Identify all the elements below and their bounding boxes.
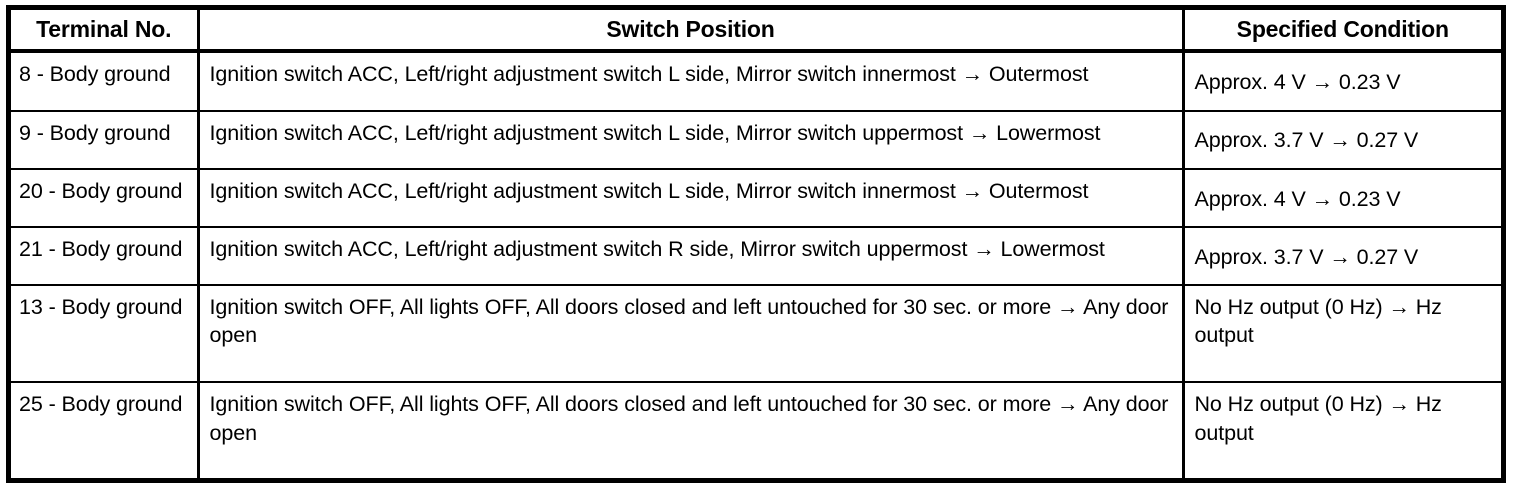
column-header-switch-position: Switch Position — [198, 10, 1185, 53]
cell-terminal-no: 25 - Body ground — [11, 381, 200, 478]
cell-specified-condition: Approx. 3.7 V → 0.27 V — [1183, 225, 1501, 286]
cell-terminal-no: 8 - Body ground — [11, 51, 200, 111]
cell-switch-position: Ignition switch ACC, Left/right adjustme… — [198, 51, 1185, 111]
cell-switch-position: Ignition switch OFF, All lights OFF, All… — [198, 381, 1185, 478]
cell-specified-condition: Approx. 4 V → 0.23 V — [1183, 167, 1501, 227]
column-header-terminal-no: Terminal No. — [11, 10, 200, 53]
table-row: 25 - Body ground Ignition switch OFF, Al… — [11, 381, 1501, 478]
cell-specified-condition: No Hz output (0 Hz) → Hz output — [1183, 381, 1501, 478]
cell-terminal-no: 13 - Body ground — [11, 284, 200, 383]
cell-specified-condition: Approx. 4 V → 0.23 V — [1194, 70, 1401, 95]
table-body: 8 - Body ground Ignition switch ACC, Lef… — [11, 51, 1501, 478]
cell-switch-position: Ignition switch ACC, Left/right adjustme… — [198, 167, 1185, 227]
cell-switch-position: Ignition switch OFF, All lights OFF, All… — [198, 284, 1185, 383]
cell-terminal-no: 20 - Body ground — [11, 167, 200, 227]
cell-specified-condition: No Hz output (0 Hz) → Hz output — [1183, 284, 1501, 383]
specification-table-container: Terminal No. Switch Position Specified C… — [6, 5, 1506, 483]
cell-specified-condition: Approx. 3.7 V → 0.27 V — [1183, 109, 1501, 169]
cell-switch-position: Ignition switch ACC, Left/right adjustme… — [198, 109, 1185, 169]
table-header-row: Terminal No. Switch Position Specified C… — [11, 10, 1501, 53]
cell-terminal-no: 21 - Body ground — [11, 225, 200, 286]
table-row: 20 - Body ground Ignition switch ACC, Le… — [11, 167, 1501, 227]
cell-switch-position: Ignition switch ACC, Left/right adjustme… — [198, 225, 1185, 286]
table-header: Terminal No. Switch Position Specified C… — [11, 10, 1501, 53]
table-row: 13 - Body ground Ignition switch OFF, Al… — [11, 284, 1501, 383]
column-header-specified-condition: Specified Condition — [1183, 10, 1501, 53]
table-row: 8 - Body ground Ignition switch ACC, Lef… — [11, 51, 1501, 111]
specification-table: Terminal No. Switch Position Specified C… — [11, 10, 1501, 478]
cell-terminal-no: 9 - Body ground — [11, 109, 200, 169]
table-row: 21 - Body ground Ignition switch ACC, Le… — [11, 225, 1501, 286]
table-row: 9 - Body ground Ignition switch ACC, Lef… — [11, 109, 1501, 169]
